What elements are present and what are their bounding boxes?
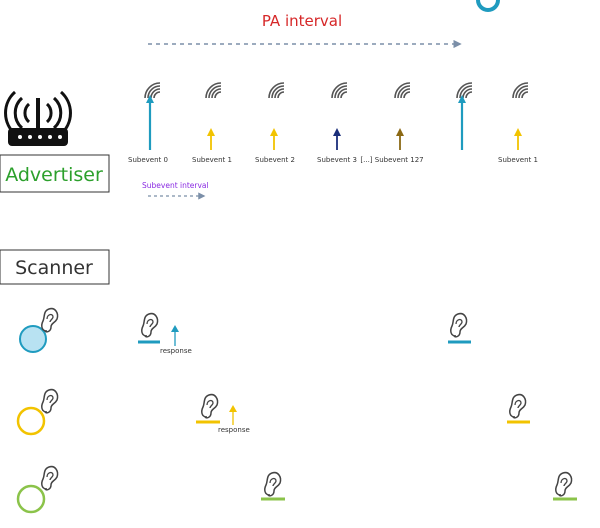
signal-icon [456,82,473,99]
pa-interval-label: PA interval [262,12,342,30]
corner-circle-fragment [476,0,500,12]
subevent-row: Subevent 0 Subevent 1 Subevent 2 Subevent 3… [128,82,538,164]
ear-icon [201,393,219,419]
ear-icon [41,388,59,414]
response-label: response [218,426,250,434]
ear-icon [450,312,468,338]
subevent-label: [...] Subevent 127 [360,156,423,164]
signal-icon [144,82,161,99]
subevent-arrowhead [270,128,278,136]
subevent-arrowhead [514,128,522,136]
router-icon [4,90,72,146]
scanner-device-blue: response [19,307,471,355]
advertiser-box [0,154,110,193]
subevent-arrowhead [146,95,154,103]
device-circle-yellow [16,406,46,436]
response-label: response [160,347,192,355]
subevent-arrowhead [207,128,215,136]
signal-icon [394,82,411,99]
scanner-box [0,249,110,285]
subevent-label: Subevent 1 [192,156,232,164]
ear-icon [141,312,159,338]
subevent-arrowhead [458,95,466,103]
ear-icon [41,307,59,333]
signal-icon [268,82,285,99]
response-arrowhead [229,405,237,412]
subevent-interval-label: Subevent interval [142,181,209,190]
subevent-label: Subevent 0 [128,156,168,164]
subevent-label: Subevent 1 [498,156,538,164]
ear-icon [555,471,573,497]
ear-icon [41,465,59,491]
scanner-device-yellow: response [16,388,530,436]
subevent-arrowhead [396,128,404,136]
signal-icon [205,82,222,99]
advertiser-label: Advertiser [5,164,103,186]
response-arrowhead [171,325,179,332]
scanner-device-green [16,465,577,514]
ear-icon [509,393,527,419]
scanner-label: Scanner [15,257,93,279]
signal-icon [512,82,529,99]
device-circle-green [16,484,46,514]
subevent-arrowhead [333,128,341,136]
signal-icon [331,82,348,99]
subevent-label: Subevent 2 [255,156,295,164]
ear-icon [264,471,282,497]
subevent-label: Subevent 3 [317,156,357,164]
device-circle-blue [19,325,47,353]
